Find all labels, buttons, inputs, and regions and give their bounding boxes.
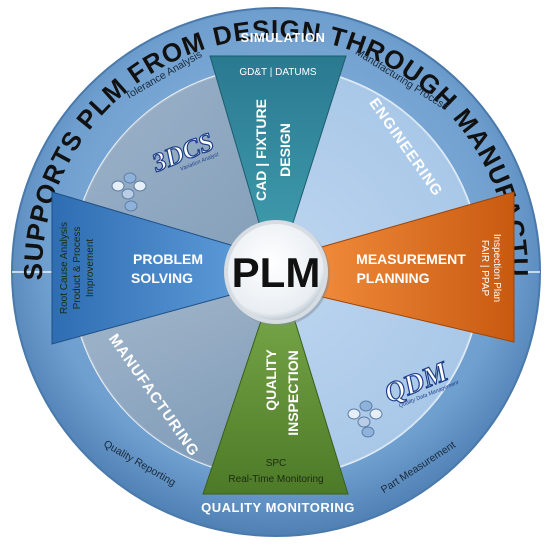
wedge-left-line1: PROBLEM bbox=[133, 251, 203, 267]
ring-label-quality-monitoring: QUALITY MONITORING bbox=[201, 500, 355, 515]
wedge-right-line2: PLANNING bbox=[356, 270, 429, 286]
wedge-problem-solving: Root Cause Analysis Product & Process Im… bbox=[51, 191, 235, 345]
wedge-right-tip2: FAIR | PPAP bbox=[479, 240, 490, 297]
wedge-left-tip3: Improvement bbox=[85, 239, 96, 298]
wedge-left-tip2: Product & Process bbox=[72, 227, 83, 310]
wedge-top-line1: CAD | FIXTURE bbox=[253, 99, 269, 201]
ring-label-simulation: SIMULATION bbox=[241, 30, 326, 45]
wedge-top-tip: GD&T | DATUMS bbox=[239, 67, 317, 78]
hub-label: PLM bbox=[232, 249, 321, 296]
cube-cluster-icon-qdm bbox=[347, 400, 383, 438]
cube-cluster-icon bbox=[111, 172, 147, 212]
wedge-left-line2: SOLVING bbox=[131, 270, 193, 286]
wedge-measurement-planning: MEASUREMENT PLANNING Inspection Plan FAI… bbox=[317, 191, 515, 343]
wedge-bottom-tip2: Real-Time Monitoring bbox=[228, 474, 323, 485]
wedge-cad-fixture-design: GD&T | DATUMS CAD | FIXTURE DESIGN bbox=[209, 55, 347, 227]
wedge-bottom-tip1: SPC bbox=[266, 458, 287, 469]
wedge-top-line2: DESIGN bbox=[277, 123, 293, 177]
wedge-right-line1: MEASUREMENT bbox=[356, 251, 466, 267]
wedge-left-tip1: Root Cause Analysis bbox=[59, 222, 70, 314]
wedge-bottom-line2: INSPECTION bbox=[285, 350, 301, 436]
hub-circle bbox=[224, 220, 328, 324]
wedge-bottom-line1: QUALITY bbox=[263, 349, 279, 411]
wedge-right-tip1: Inspection Plan bbox=[491, 234, 502, 302]
